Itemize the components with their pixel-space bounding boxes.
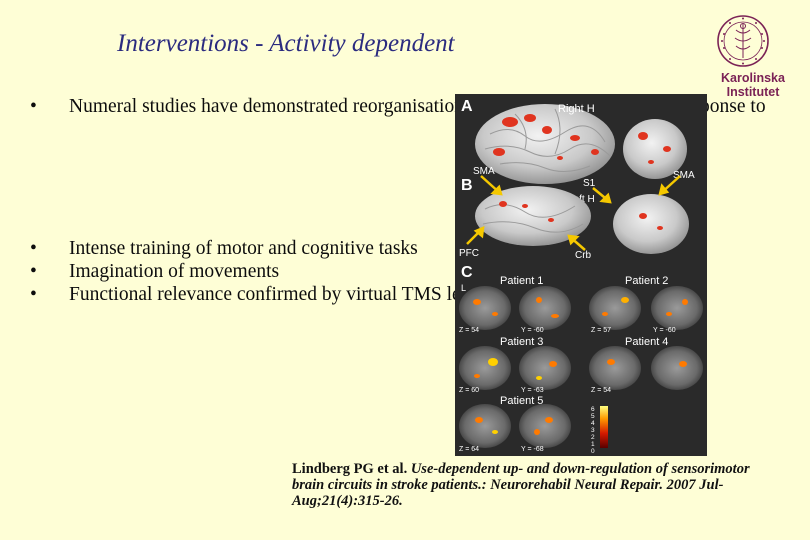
citation-reference: Use-dependent up- and down-regulation of…	[292, 461, 750, 509]
annotation-arrows	[466, 175, 681, 251]
bullet-list-details: Intense training of motor and cognitive …	[30, 238, 501, 306]
crb-label: Crb	[575, 250, 592, 261]
coord-label: Y = -60	[653, 327, 676, 334]
color-scale-ticks: 6 5 4 3 2 1 0	[591, 406, 595, 455]
scale-tick: 5	[591, 413, 595, 420]
logo-name-line2: Institutet	[726, 84, 780, 99]
coord-label: Z = 60	[459, 387, 479, 394]
citation: Lindberg PG et al. Use-dependent up- and…	[292, 461, 782, 509]
sma-label-left: SMA	[473, 166, 495, 177]
bullet-item: Imagination of movements	[30, 261, 501, 284]
s1-label: S1	[583, 178, 596, 189]
slice-coordinates: Z = 54 Y = -60 Z = 57 Y = -60 Z = 60 Y =…	[459, 327, 676, 453]
brain-right-hemisphere	[475, 104, 615, 184]
slide-title: Interventions - Activity dependent	[117, 30, 455, 57]
bullet-item: Intense training of motor and cognitive …	[30, 238, 501, 261]
brain-small-left	[613, 194, 689, 254]
coord-label: Z = 57	[591, 327, 611, 334]
brain-small-right	[623, 119, 687, 179]
right-hemisphere-label: Right H	[558, 103, 595, 115]
brain-left-hemisphere	[475, 186, 591, 246]
scale-tick: 1	[591, 441, 595, 448]
scale-tick: 3	[591, 427, 595, 434]
patient-2-label: Patient 2	[625, 275, 668, 287]
coord-label: Y = -63	[521, 387, 544, 394]
patient-3-label: Patient 3	[500, 336, 543, 348]
mri-slices	[459, 286, 703, 448]
bullet-item: Functional relevance confirmed by virtua…	[30, 284, 501, 307]
color-scale-bar	[600, 406, 608, 448]
panel-label-c: C	[461, 264, 473, 281]
sma-label-right: SMA	[673, 170, 695, 181]
coord-label: Z = 54	[459, 327, 479, 334]
coord-label: Y = -68	[521, 446, 544, 453]
patient-5-label: Patient 5	[500, 395, 543, 407]
logo-name-line1: Karolinska	[721, 71, 785, 85]
coord-label: Z = 64	[459, 446, 479, 453]
karolinska-seal-icon	[717, 15, 769, 67]
coord-label: Z = 54	[591, 387, 611, 394]
scale-tick: 6	[591, 406, 595, 413]
activation-blobs	[473, 297, 688, 435]
coord-label: Y = -60	[521, 327, 544, 334]
panel-label-a: A	[461, 98, 473, 115]
patient-4-label: Patient 4	[625, 336, 668, 348]
logo-wordmark: Karolinska Institutet	[713, 71, 793, 99]
scale-tick: 2	[591, 434, 595, 441]
karolinska-logo: Karolinska Institutet	[713, 14, 795, 106]
scale-tick: 4	[591, 420, 595, 427]
left-side-marker: L	[461, 283, 466, 293]
panel-label-b: B	[461, 177, 473, 194]
scale-tick: 0	[591, 448, 595, 455]
patient-1-label: Patient 1	[500, 275, 543, 287]
pfc-label: PFC	[459, 248, 479, 259]
citation-authors: Lindberg PG et al.	[292, 461, 408, 477]
brain-activation-figure: A Right H B SMA SMA S1 Left H PFC Crb	[455, 94, 707, 456]
